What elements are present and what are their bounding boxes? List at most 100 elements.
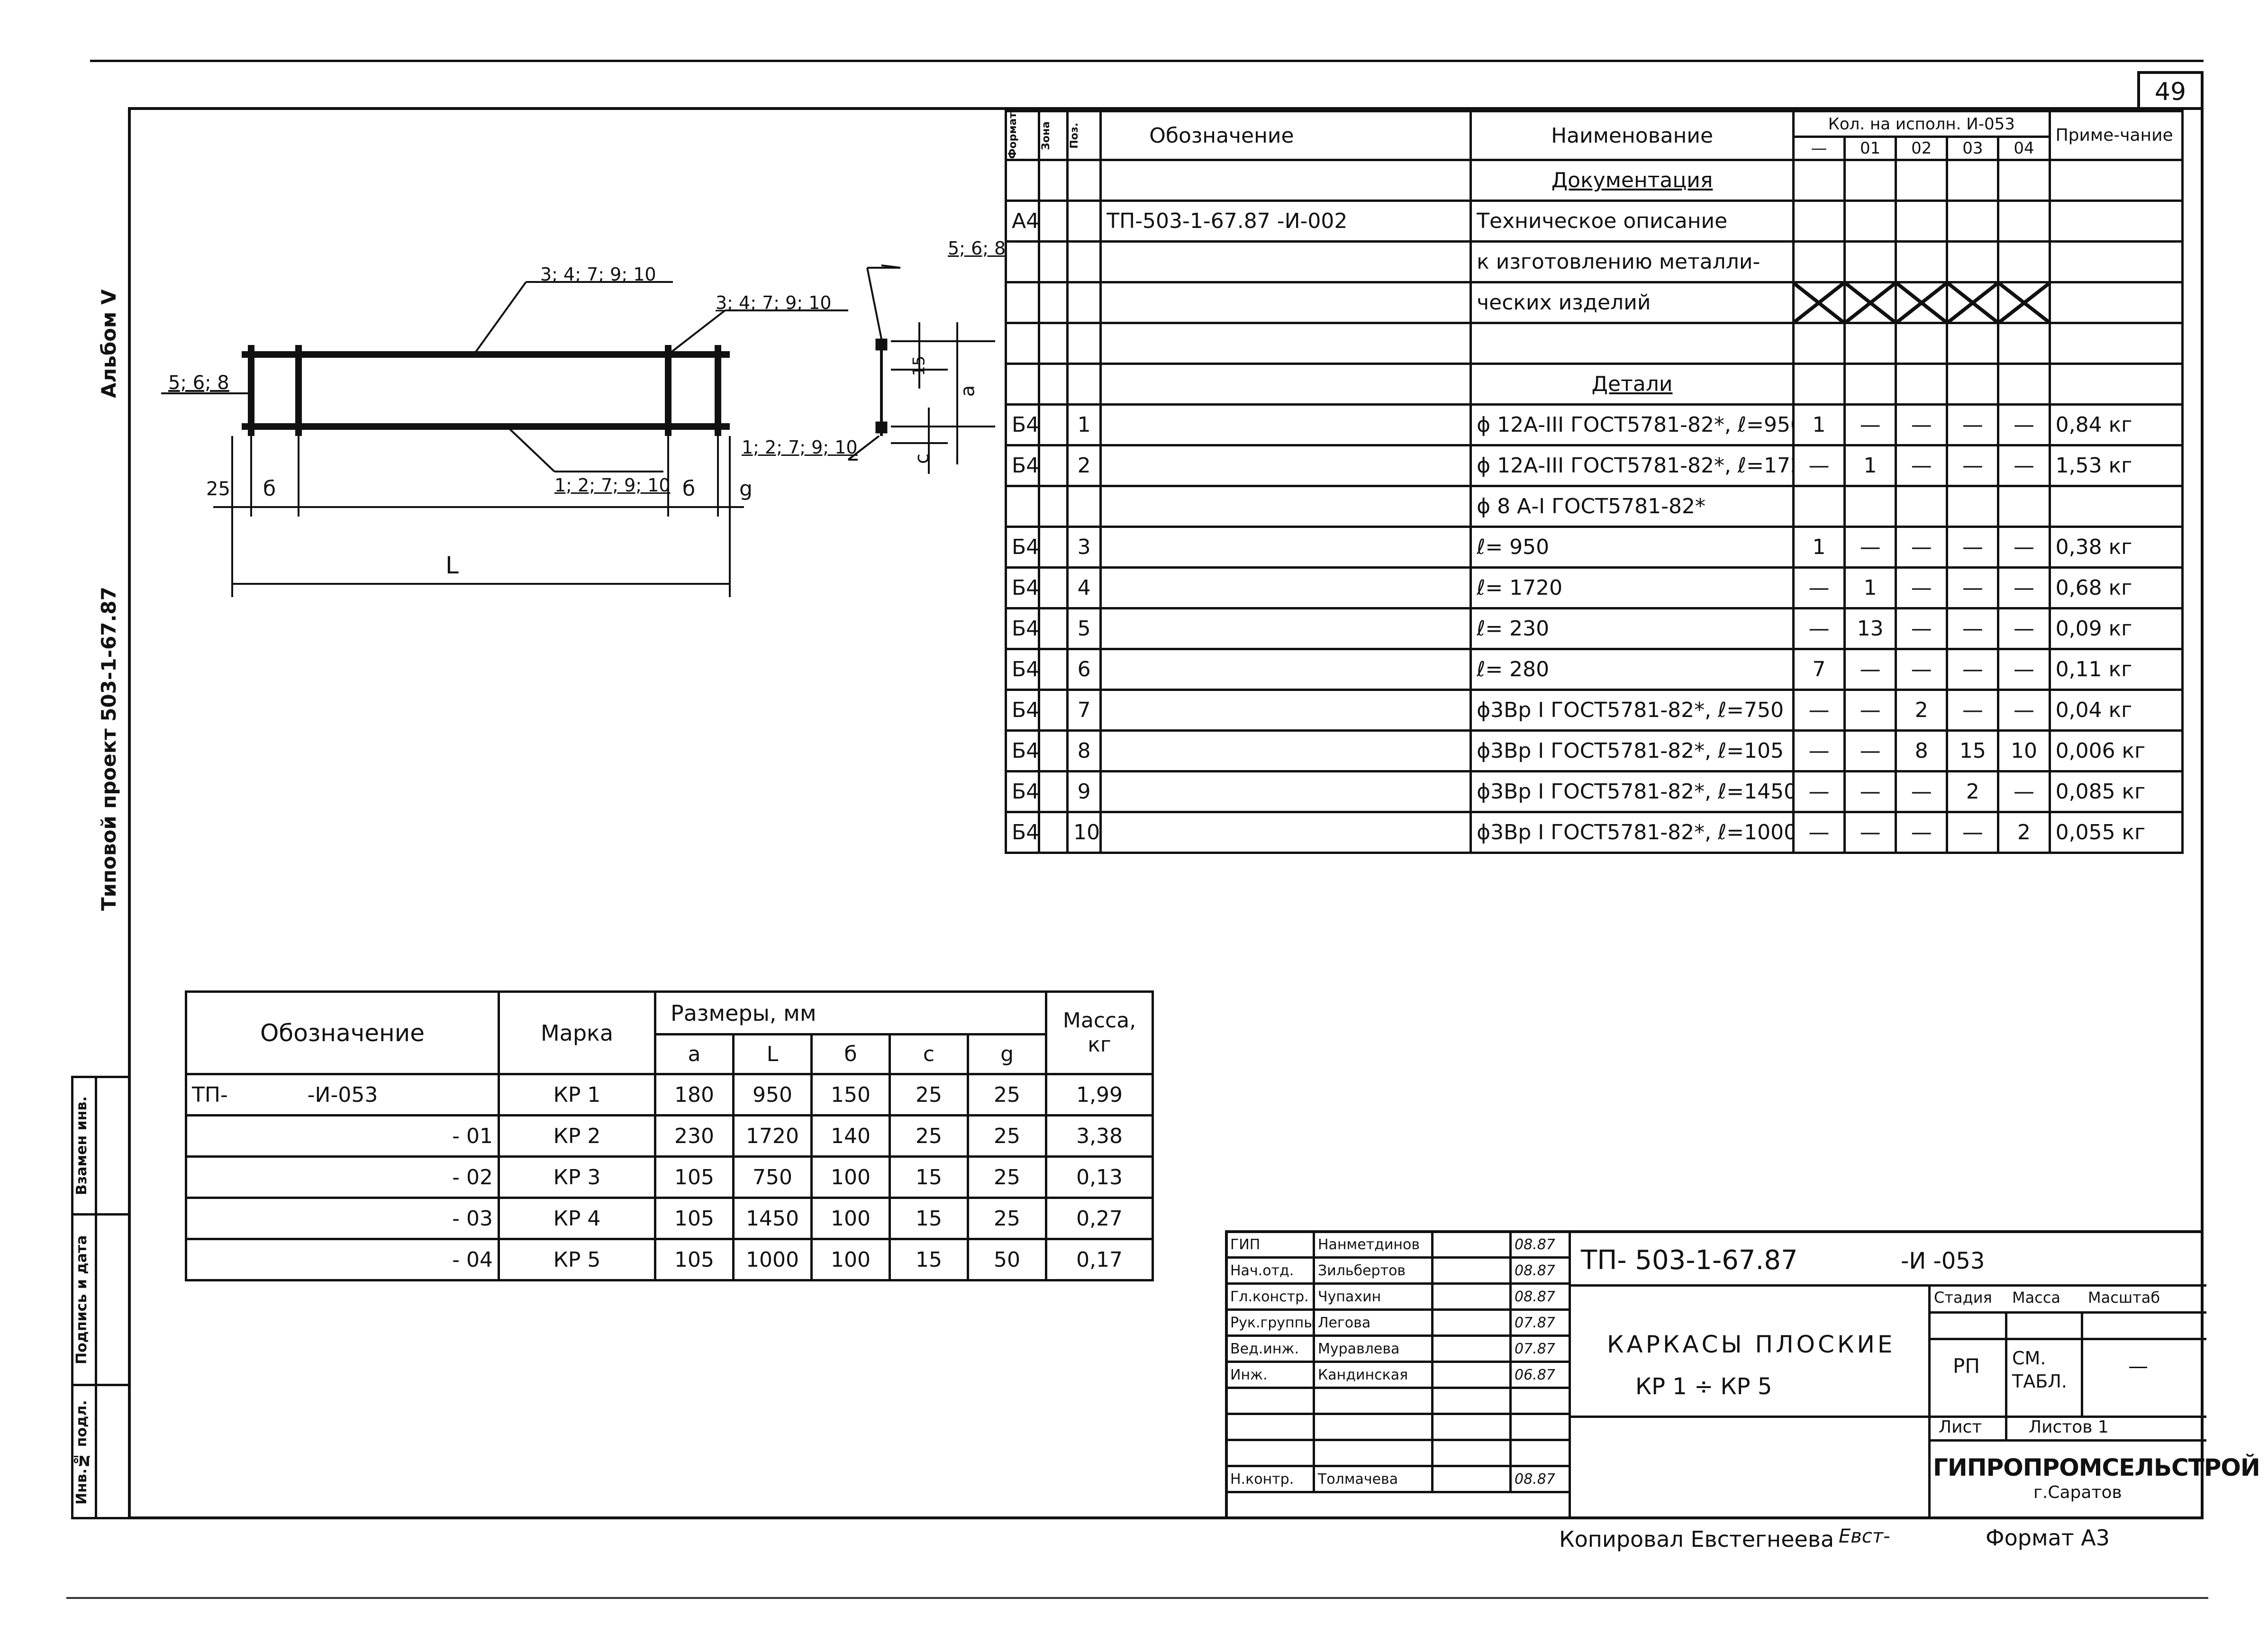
- dim-value-cell: 25: [966, 1155, 1048, 1199]
- title-date-cell: 08.87: [1509, 1282, 1571, 1311]
- spec-zone-cell: [1038, 363, 1069, 406]
- dim-header-a: a: [654, 1033, 735, 1075]
- dim-header-mass: Масса, кг: [1045, 990, 1154, 1075]
- title-vline-1: [1928, 1284, 1931, 1519]
- spec-qty-cell: —: [1843, 729, 1897, 773]
- spec-row: Детали: [1004, 363, 2184, 406]
- spec-row: к изготовлению металли-: [1004, 240, 2184, 284]
- spec-qty-cell: —: [1946, 444, 2000, 488]
- spec-row: [1004, 322, 2184, 365]
- spec-note-cell: 1,53 кг: [2048, 444, 2184, 488]
- spec-note-cell: 0,09 кг: [2048, 607, 2184, 651]
- spec-qty-cell: [1843, 322, 1897, 365]
- dim-mark-cell: КР 2: [498, 1114, 656, 1158]
- spec-zone-cell: [1038, 811, 1069, 854]
- title-vline-3: [2081, 1311, 2083, 1416]
- title-date-cell: [1509, 1413, 1571, 1441]
- spec-format-cell: [1004, 281, 1041, 325]
- title-code: ТП- 503-1-67.87: [1581, 1245, 1798, 1276]
- dim-value-cell: 15: [889, 1155, 969, 1199]
- dim-value-cell: 25: [966, 1114, 1048, 1158]
- spec-zone-cell: [1038, 526, 1069, 569]
- spec-qty-cell: —: [1895, 811, 1949, 854]
- title-name-cell: Кандинская: [1313, 1361, 1433, 1389]
- spec-qty-cell: —: [1792, 444, 1846, 488]
- spec-qty-cell: [1895, 281, 1949, 325]
- dim-L: L: [445, 552, 459, 579]
- spec-qty-cell: [1946, 485, 2000, 528]
- dim-15: 15: [909, 355, 929, 376]
- spec-qty-cell: 13: [1843, 607, 1897, 651]
- spec-qty-cell: [1895, 240, 1949, 284]
- spec-qty-cell: —: [1946, 689, 2000, 732]
- spec-qty-cell: —: [1997, 648, 2051, 691]
- dim-header-mark: Марка: [498, 990, 656, 1075]
- spec-pos-cell: 2: [1066, 444, 1102, 488]
- spec-format-cell: Б4: [1004, 444, 1041, 488]
- dim-value-cell: 140: [810, 1114, 891, 1158]
- stamp-label-signature: Подпись и дата: [73, 1235, 90, 1364]
- spec-header-sub-2: 02: [1895, 136, 1949, 162]
- spec-name-cell: Техническое описание: [1470, 200, 1795, 243]
- dim-b-left: б: [263, 477, 276, 501]
- stamp-label-replace: Взамен инв.: [73, 1096, 90, 1195]
- dim-designation-cell: - 03: [185, 1197, 500, 1240]
- callout-bottom-right: 1; 2; 7; 9; 10: [742, 437, 858, 458]
- spec-pos-cell: 4: [1066, 566, 1102, 610]
- spec-name-cell: Детали: [1470, 363, 1795, 406]
- spec-qty-cell: —: [1997, 526, 2051, 569]
- title-date-cell: 08.87: [1509, 1465, 1571, 1493]
- title-name-cell: Зильбертов: [1313, 1256, 1433, 1285]
- spec-pos-cell: 6: [1066, 648, 1102, 691]
- spec-qty-cell: [1946, 322, 2000, 365]
- callout-top-right: 3; 4; 7; 9; 10: [716, 292, 832, 313]
- spec-qty-cell: —: [1792, 729, 1846, 773]
- spec-qty-cell: —: [1895, 648, 1949, 691]
- dim-a: a: [957, 385, 979, 397]
- spec-name-cell: ϕ3Вр I ГОСТ5781-82*, ℓ=1000: [1470, 811, 1795, 854]
- stamp-cell-1-line: [71, 1213, 128, 1216]
- callout-left: 5; 6; 8: [168, 372, 229, 394]
- spec-designation-cell: [1099, 159, 1472, 202]
- spec-name-cell: ℓ= 230: [1470, 607, 1795, 651]
- spec-qty-cell: [1997, 200, 2051, 243]
- title-signature-cell: [1431, 1256, 1512, 1285]
- dim-mass-cell: 0,17: [1045, 1238, 1154, 1281]
- dim-mark-cell: КР 4: [498, 1197, 656, 1240]
- title-signature-cell: [1431, 1439, 1512, 1467]
- title-line-3: [1929, 1338, 2206, 1340]
- spec-name-cell: ℓ= 1720: [1470, 566, 1795, 610]
- title-vline-2: [2005, 1311, 2007, 1416]
- dim-mark-cell: КР 1: [498, 1073, 656, 1116]
- footer-copied-sign: Евст-: [1839, 1525, 1890, 1547]
- spec-qty-cell: 7: [1792, 648, 1846, 691]
- dim-value-cell: 750: [732, 1155, 813, 1199]
- dim-value-cell: 1450: [732, 1197, 813, 1240]
- spec-qty-cell: [1792, 200, 1846, 243]
- spec-header-note: Приме-чание: [2048, 109, 2184, 162]
- spec-qty-cell: —: [1895, 607, 1949, 651]
- dim-header-g: g: [966, 1033, 1048, 1075]
- spec-designation-cell: [1099, 322, 1472, 365]
- spec-note-cell: 0,68 кг: [2048, 566, 2184, 610]
- title-city: г.Саратов: [2033, 1483, 2122, 1502]
- spec-pos-cell: 8: [1066, 729, 1102, 773]
- spec-note-cell: [2048, 322, 2184, 365]
- spec-note-cell: [2048, 485, 2184, 528]
- spec-pos-cell: 7: [1066, 689, 1102, 732]
- spec-header-designation: Обозначение: [1099, 109, 1472, 162]
- spec-qty-cell: [1895, 159, 1949, 202]
- title-name-cell: [1313, 1439, 1433, 1467]
- spec-qty-cell: —: [1895, 526, 1949, 569]
- spec-qty-cell: 8: [1895, 729, 1949, 773]
- spec-format-cell: Б4: [1004, 770, 1041, 814]
